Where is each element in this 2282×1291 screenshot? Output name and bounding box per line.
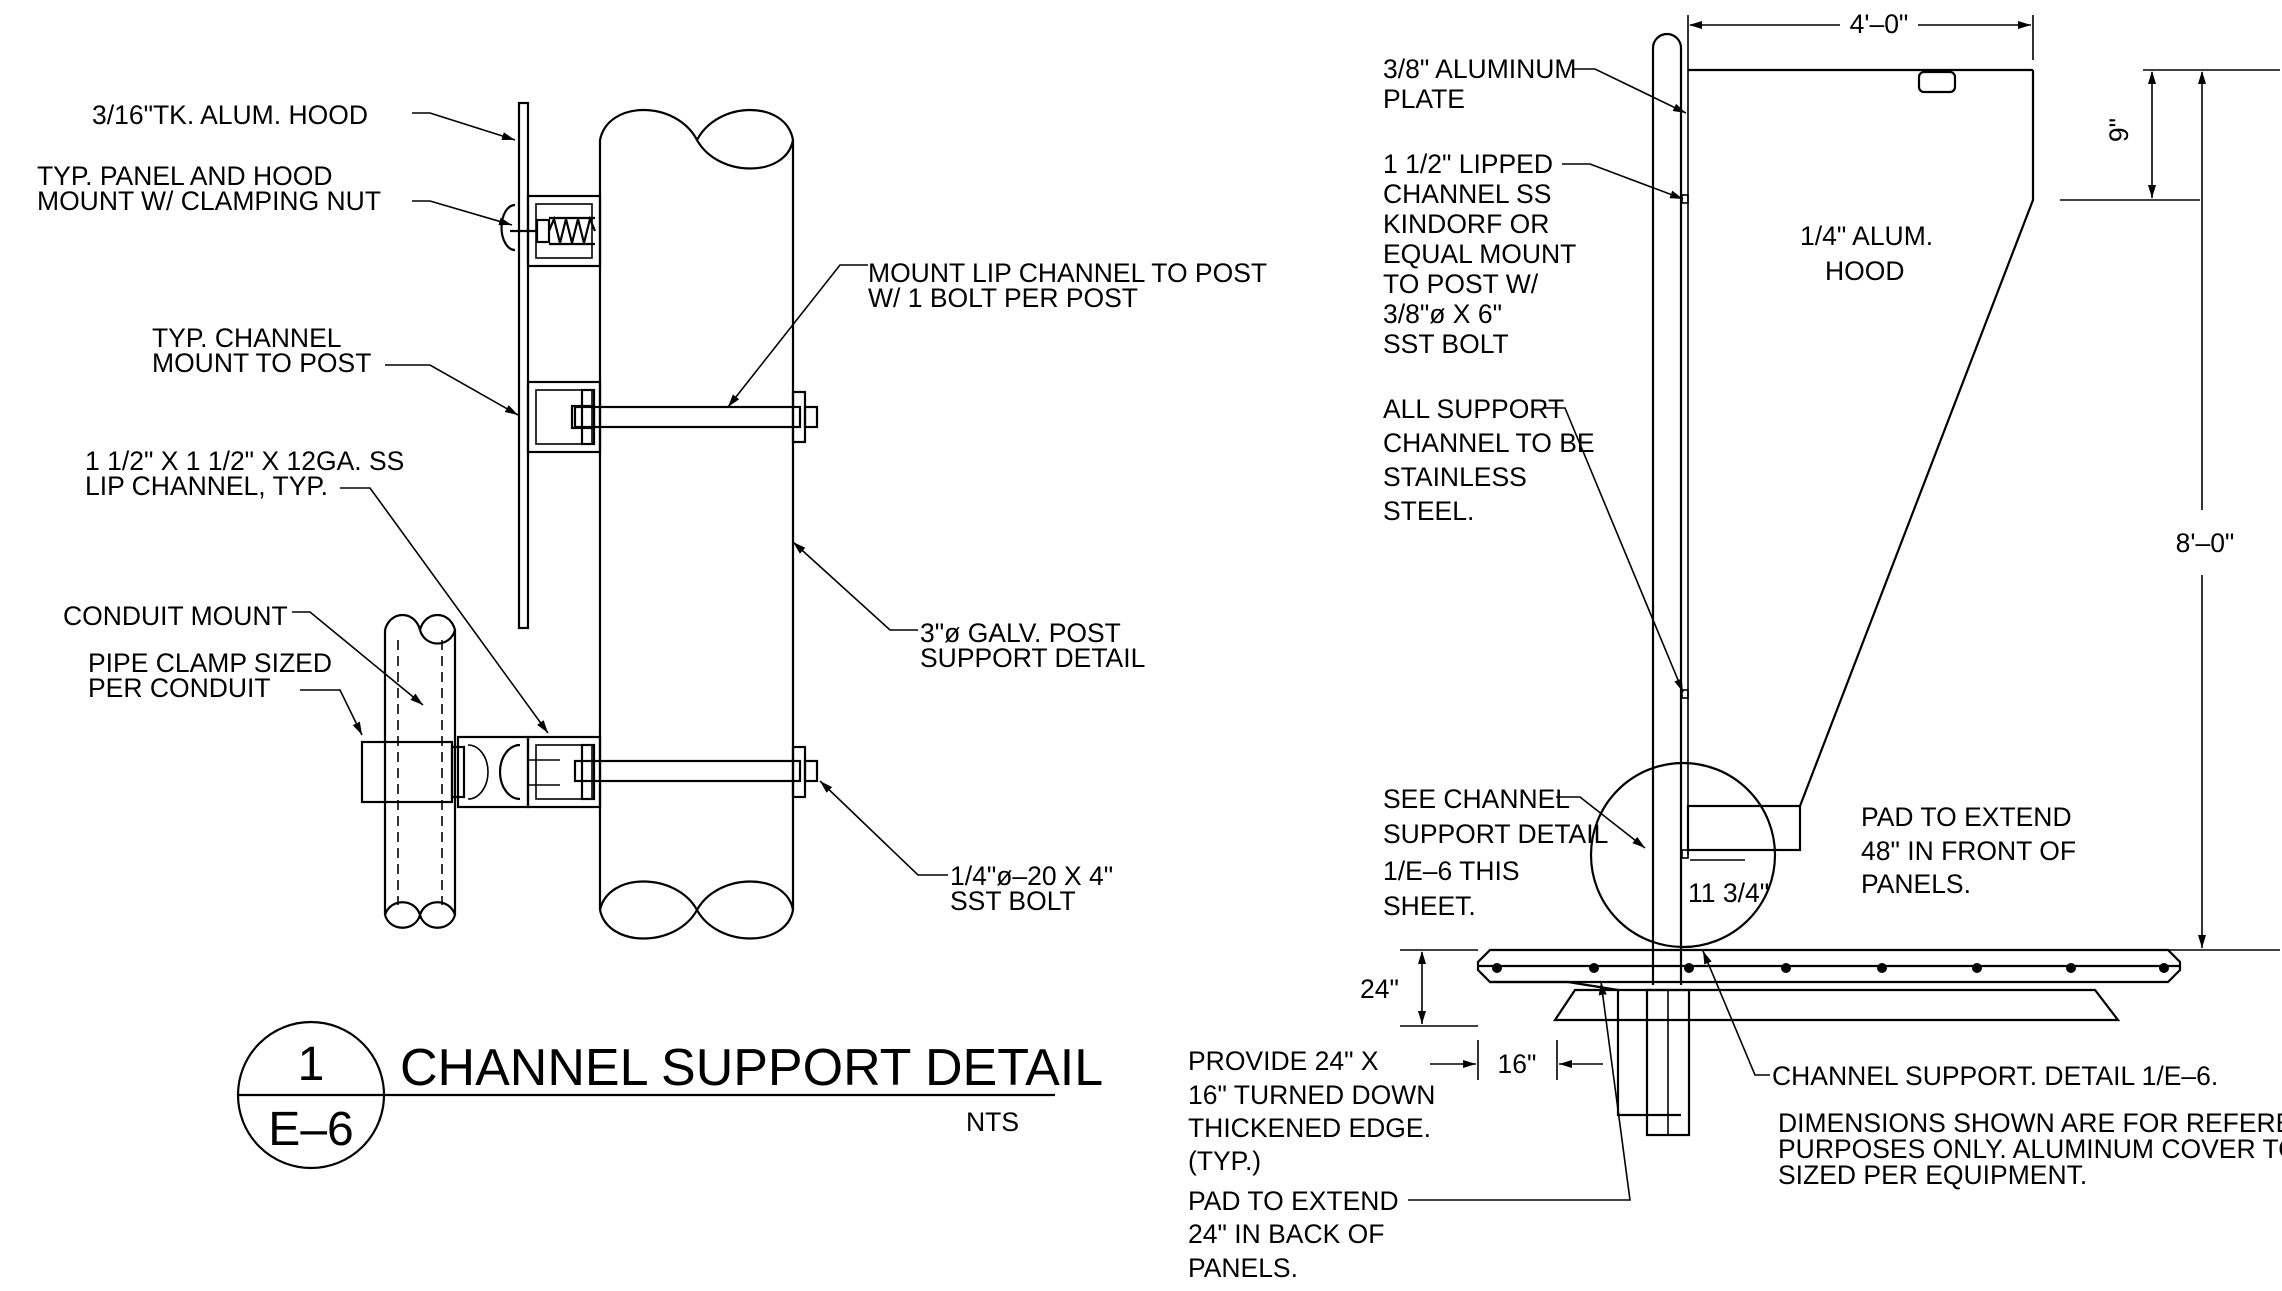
detail-number: 1	[298, 1038, 325, 1091]
label-hood-2: HOOD	[1825, 256, 1905, 286]
label-pad-back-1: PAD TO EXTEND	[1188, 1186, 1399, 1216]
label-panel-mount-1: TYP. PANEL AND HOOD	[37, 161, 333, 191]
dim-edge-depth: 24"	[1360, 974, 1399, 1004]
label-see-channel-1: SEE CHANNEL	[1383, 784, 1570, 814]
label-lipped-6: 3/8"ø X 6"	[1383, 299, 1502, 329]
channel-support-detail: 3/16"TK. ALUM. HOOD TYP. PANEL AND HOOD …	[37, 100, 1267, 1170]
label-dims-note-1: DIMENSIONS SHOWN ARE FOR REFERENCE	[1778, 1108, 2282, 1138]
label-pad-back-2: 24" IN BACK OF	[1188, 1219, 1384, 1249]
label-mount-lip-1: MOUNT LIP CHANNEL TO POST	[868, 258, 1267, 288]
label-pipe-clamp-1: PIPE CLAMP SIZED	[88, 648, 332, 678]
label-conduit-mount: CONDUIT MOUNT	[63, 601, 288, 631]
channel-mount-middle	[526, 380, 819, 454]
label-pad-back-3: PANELS.	[1188, 1253, 1298, 1283]
label-lipped-3: KINDORF OR	[1383, 209, 1549, 239]
label-provide-2: 16" TURNED DOWN	[1188, 1080, 1435, 1110]
right-leaders	[1408, 68, 1770, 1201]
label-hood: 3/16"TK. ALUM. HOOD	[92, 100, 368, 130]
panel-hood-mount	[510, 194, 602, 268]
label-support-4: STEEL.	[1383, 496, 1474, 526]
channel-mount-lower	[360, 735, 819, 809]
label-provide-3: THICKENED EDGE.	[1188, 1113, 1431, 1143]
label-pad-front-1: PAD TO EXTEND	[1861, 802, 2072, 832]
label-lip-channel-2: LIP CHANNEL, TYP.	[85, 471, 328, 501]
conduit	[383, 614, 457, 929]
label-channel-mount-1: TYP. CHANNEL	[152, 323, 342, 353]
detail-callout-circle	[1589, 761, 1777, 949]
concrete-pad	[1476, 948, 2182, 1137]
label-lipped-4: EQUAL MOUNT	[1383, 239, 1576, 269]
support-post	[1651, 32, 1689, 985]
label-lipped-2: CHANNEL SS	[1383, 179, 1551, 209]
label-see-channel-2: SUPPORT DETAIL	[1383, 819, 1608, 849]
dim-edge-width: 16"	[1498, 1049, 1537, 1079]
label-channel-mount-2: MOUNT TO POST	[152, 348, 371, 378]
label-provide-4: (TYP.)	[1188, 1146, 1261, 1176]
dim-offset: 11 3/4"	[1688, 878, 1769, 908]
label-pad-front-3: PANELS.	[1861, 869, 1971, 899]
dimension-lines: 4'–0" 9" 8'–0" 11 3/4" 24" 16"	[1360, 9, 2280, 1080]
label-lip-channel-1: 1 1/2" X 1 1/2" X 12GA. SS	[85, 446, 404, 476]
detail-sheet: E–6	[268, 1103, 353, 1156]
pad-hood-elevation: 4'–0" 9" 8'–0" 11 3/4" 24" 16"	[1188, 9, 2282, 1283]
alum-hood	[1681, 68, 2035, 859]
label-provide-1: PROVIDE 24" X	[1188, 1046, 1379, 1076]
label-panel-mount-2: MOUNT W/ CLAMPING NUT	[37, 186, 381, 216]
detail-scale: NTS	[966, 1107, 1019, 1137]
label-bolt-1: 1/4"ø–20 X 4"	[950, 861, 1113, 891]
galv-post	[598, 109, 795, 940]
label-lipped-1: 1 1/2" LIPPED	[1383, 149, 1553, 179]
title-block: 1 E–6 CHANNEL SUPPORT DETAIL NTS	[236, 1020, 1103, 1170]
detail-title: CHANNEL SUPPORT DETAIL	[400, 1039, 1103, 1097]
left-leaders	[292, 112, 948, 876]
label-pad-front-2: 48" IN FRONT OF	[1861, 836, 2076, 866]
label-pipe-clamp-2: PER CONDUIT	[88, 673, 271, 703]
label-plate-1: 3/8" ALUMINUM	[1383, 54, 1576, 84]
label-plate-2: PLATE	[1383, 84, 1465, 114]
label-support-2: CHANNEL TO BE	[1383, 428, 1595, 458]
label-galv-post-2: SUPPORT DETAIL	[920, 643, 1145, 673]
label-see-channel-3: 1/E–6 THIS	[1383, 856, 1520, 886]
label-bolt-2: SST BOLT	[950, 886, 1076, 916]
label-hood-1: 1/4" ALUM.	[1800, 221, 1933, 251]
right-labels: 3/8" ALUMINUM PLATE 1 1/2" LIPPED CHANNE…	[1188, 54, 2282, 1283]
dim-top: 9"	[2104, 118, 2134, 142]
label-support-3: STAINLESS	[1383, 462, 1527, 492]
dim-width: 4'–0"	[1850, 9, 1909, 39]
alum-hood-plate	[500, 101, 530, 630]
left-labels: 3/16"TK. ALUM. HOOD TYP. PANEL AND HOOD …	[37, 100, 1267, 916]
label-support-1: ALL SUPPORT	[1383, 394, 1564, 424]
label-lipped-7: SST BOLT	[1383, 329, 1509, 359]
label-channel-support: CHANNEL SUPPORT. DETAIL 1/E–6.	[1772, 1061, 2218, 1091]
label-mount-lip-2: W/ 1 BOLT PER POST	[868, 283, 1138, 313]
label-see-channel-4: SHEET.	[1383, 891, 1476, 921]
dim-height: 8'–0"	[2176, 528, 2235, 558]
label-galv-post-1: 3"ø GALV. POST	[920, 618, 1121, 648]
label-dims-note-3: SIZED PER EQUIPMENT.	[1778, 1160, 2087, 1190]
label-lipped-5: TO POST W/	[1383, 269, 1539, 299]
label-dims-note-2: PURPOSES ONLY. ALUMINUM COVER TO BE	[1778, 1134, 2282, 1164]
